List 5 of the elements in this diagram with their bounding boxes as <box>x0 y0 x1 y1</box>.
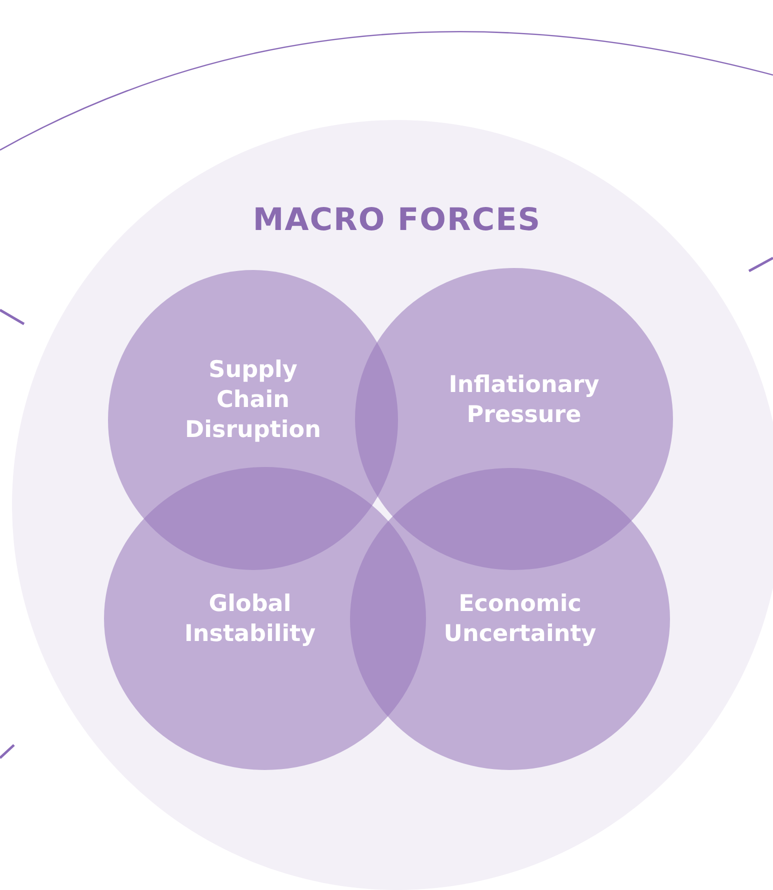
force-label: Global Instability <box>183 590 317 648</box>
force-label: Inflationary Pressure <box>448 371 600 430</box>
section-heading: MACRO FORCES <box>252 202 542 238</box>
force-label: Supply Chain Disruption <box>184 356 322 445</box>
force-label: Economic Uncertainty <box>442 590 598 649</box>
